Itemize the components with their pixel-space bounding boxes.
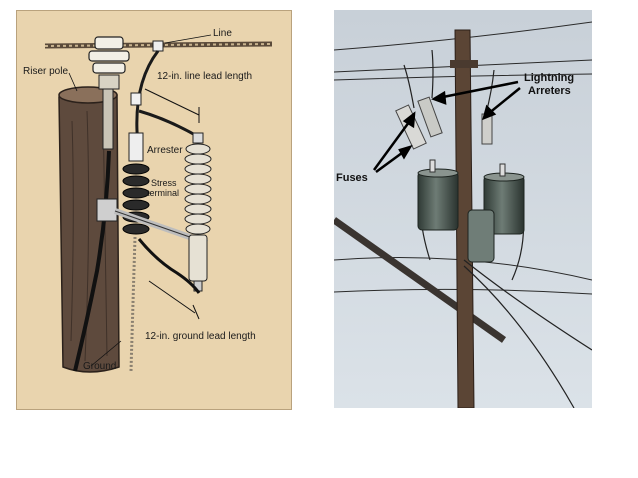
label-arrester: Arrester: [147, 145, 183, 156]
stress-terminal: [122, 132, 150, 235]
riser-pole-illustration: [44, 34, 273, 373]
guy-crossarm: [334, 217, 507, 343]
pole-crossarm: [450, 60, 478, 68]
surge-arrester: [184, 132, 212, 292]
lead-clamp: [130, 92, 142, 106]
photo-panel: Lightning Arreters Fuses: [334, 10, 592, 408]
label-ground-lead-length: 12-in. ground lead length: [145, 331, 256, 342]
label-riser-pole: Riser pole: [23, 66, 69, 77]
arrester-line-lead: [138, 109, 198, 138]
label-terminal: terminal: [147, 188, 180, 198]
label-leaders: [68, 34, 212, 367]
transformer-rear: [467, 209, 495, 263]
label-line-lead-length: 12-in. line lead length: [157, 71, 253, 82]
label-lightning: Lightning: [524, 72, 575, 84]
ground-wire: [129, 236, 137, 372]
wooden-pole: [454, 29, 475, 408]
label-arreters: Arreters: [528, 85, 571, 97]
label-stress: Stress: [151, 178, 177, 188]
label-fuses: Fuses: [336, 172, 368, 184]
fuse-cutouts: [395, 96, 493, 150]
line-connector: [152, 40, 164, 52]
utility-pole-photo: [334, 10, 592, 408]
ground-lead-cable: [137, 238, 201, 294]
label-arrows: [372, 80, 521, 174]
label-ground: Ground: [83, 361, 117, 372]
label-line: Line: [213, 28, 232, 39]
transformer-left: [417, 159, 459, 231]
dimension-markers: [144, 88, 200, 320]
pin-insulator: [88, 36, 130, 150]
diagram-panel: Line Riser pole 12-in. line lead length …: [16, 10, 292, 410]
riser-cable: [73, 150, 111, 372]
